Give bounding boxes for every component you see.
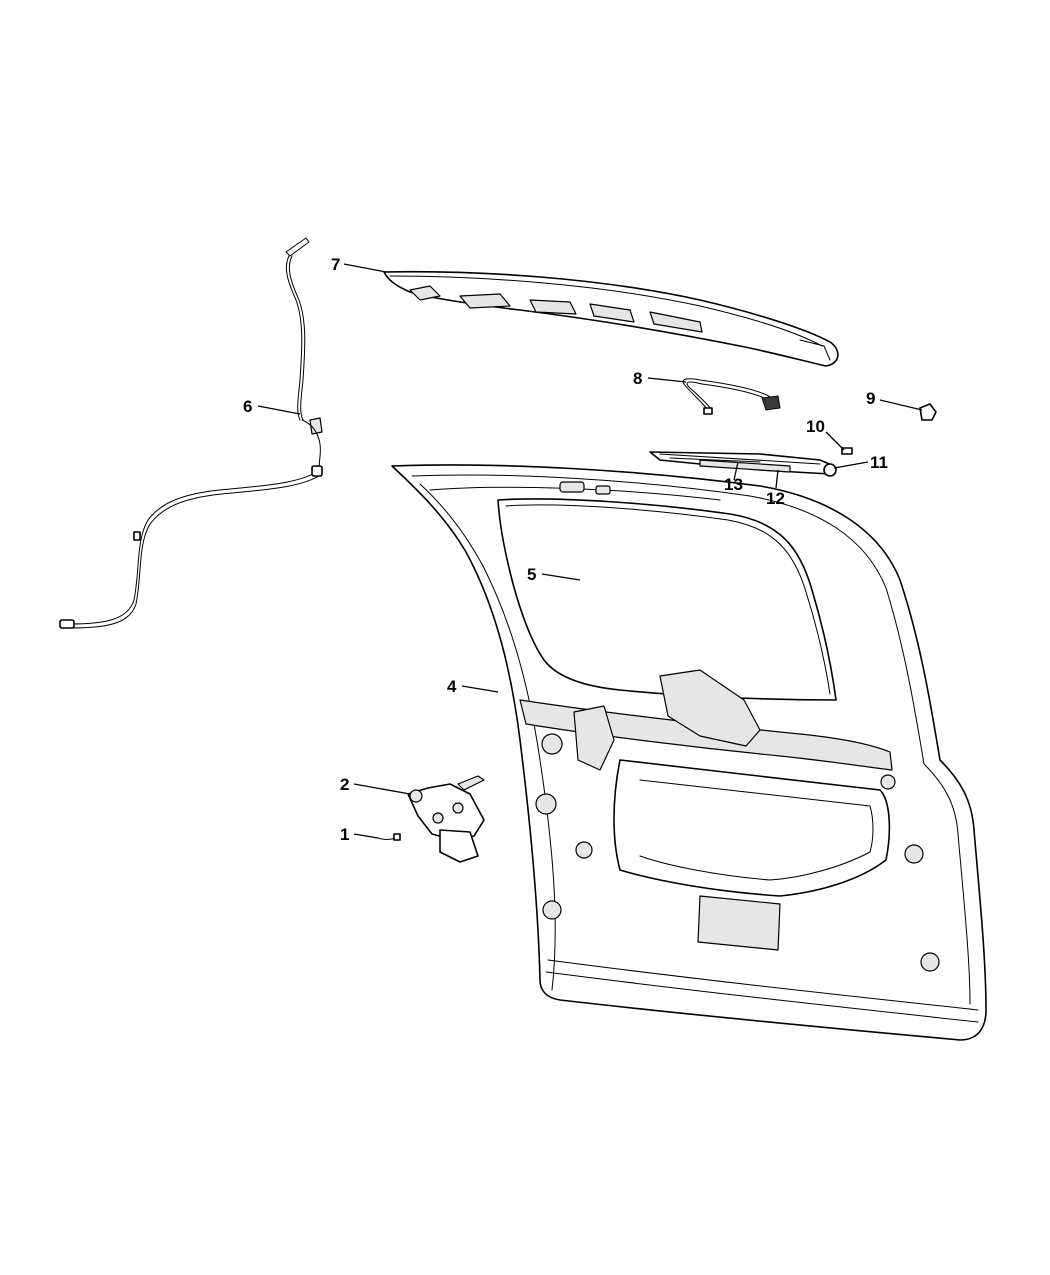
callout-7: 7 [331, 255, 340, 274]
callout-10: 10 [806, 417, 825, 436]
leader-11 [833, 461, 869, 469]
leader-7 [343, 263, 387, 273]
leader-9 [879, 399, 923, 411]
leader-12 [775, 469, 779, 489]
part-4-liftgate [391, 464, 987, 1041]
part-6-washer-hose [59, 237, 323, 629]
callout-11: 11 [870, 453, 888, 472]
callout-8: 8 [633, 369, 642, 388]
callout-9: 9 [866, 389, 875, 408]
part-8-washer-hose [682, 378, 781, 415]
part-1-connector [377, 833, 401, 841]
leader-2 [353, 783, 411, 795]
part-10-nut [841, 447, 853, 455]
callout-4: 4 [447, 677, 457, 696]
callout-13: 13 [724, 475, 743, 494]
leader-1 [353, 833, 379, 839]
leader-4 [461, 685, 499, 693]
callout-6: 6 [243, 397, 252, 416]
callout-5: 5 [527, 565, 536, 584]
leader-13 [733, 461, 739, 481]
part-9-cap [919, 403, 937, 421]
part-11-13-wiper-assembly [649, 451, 837, 477]
callout-1: 1 [340, 825, 349, 844]
part-2-wiper-motor [407, 775, 485, 863]
leader-10 [825, 431, 845, 451]
leader-lines [257, 263, 923, 839]
callout-12: 12 [766, 489, 785, 508]
leader-5 [541, 573, 581, 581]
leader-6 [257, 405, 301, 415]
callout-2: 2 [340, 775, 349, 794]
part-7-spoiler [383, 270, 839, 367]
leader-8 [647, 377, 687, 383]
callout-labels: 1 2 4 5 6 7 8 9 10 11 12 13 [243, 255, 888, 844]
